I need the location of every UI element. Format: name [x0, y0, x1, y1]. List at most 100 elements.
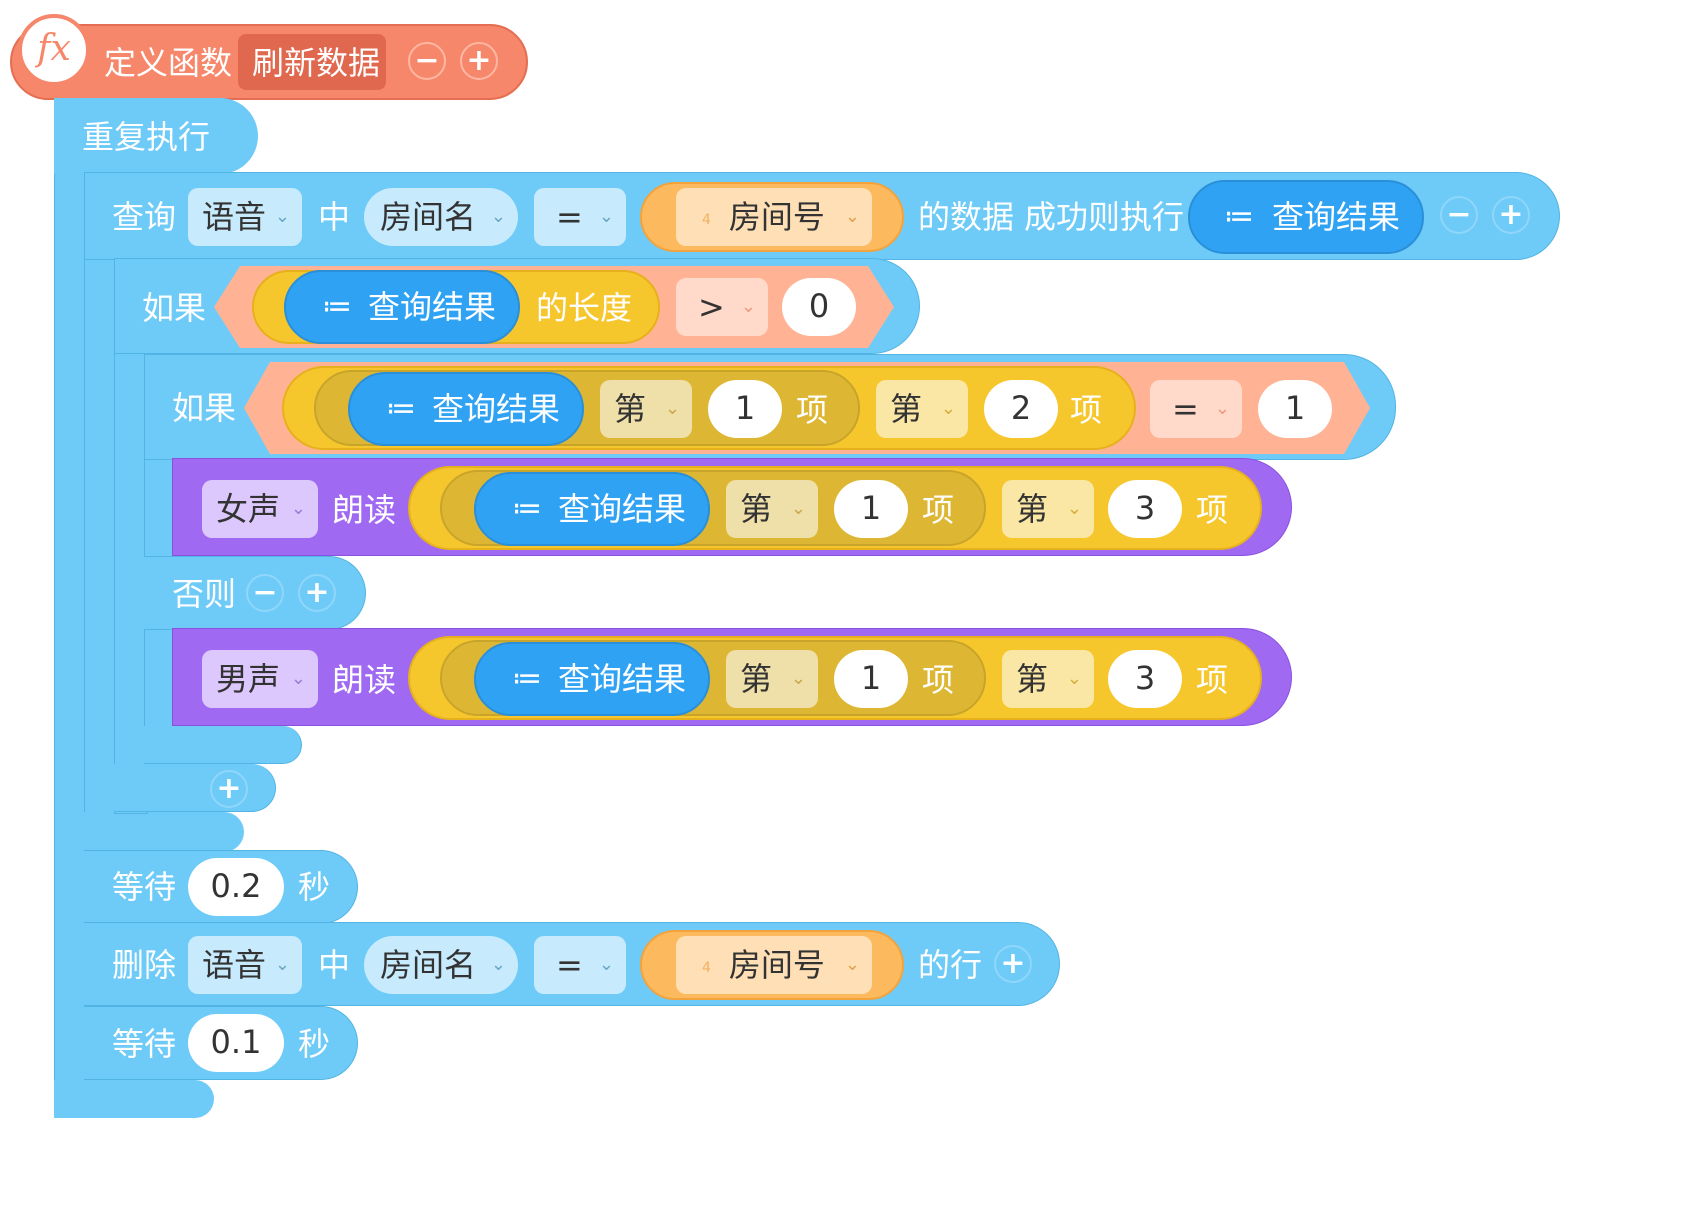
voice-value: 男声 [216, 660, 281, 698]
field-value: 房间名 [380, 198, 477, 236]
index-input-1[interactable]: 1 [834, 480, 908, 538]
chevron-down-icon: ⌄ [740, 296, 756, 317]
nth-value: 第 [740, 660, 773, 698]
repeat-label: 重复执行 [82, 118, 211, 156]
function-name-field[interactable] [238, 34, 386, 90]
wait-seconds-input[interactable]: 0.2 [188, 858, 284, 916]
item-label-1: 项 [922, 661, 955, 699]
voice-dropdown[interactable]: 男声 ⌄ [202, 650, 318, 708]
list-icon: ≔ [512, 491, 542, 526]
add-condition-button[interactable]: + [994, 945, 1032, 983]
list-variable[interactable] [284, 270, 520, 344]
index-input-1[interactable]: 1 [834, 650, 908, 708]
add-param-button[interactable]: + [460, 42, 498, 80]
remove-param-button[interactable]: − [408, 42, 446, 80]
in-label: 中 [318, 946, 351, 984]
wait-label: 等待 [112, 1025, 177, 1063]
field-dropdown[interactable]: 房间名⌄ [364, 188, 518, 246]
nth-value: 第 [890, 390, 923, 428]
item-label-2: 项 [1196, 661, 1229, 699]
nth-dropdown-2[interactable]: 第⌄ [876, 380, 968, 438]
chevron-down-icon: ⌄ [290, 498, 306, 519]
nth-dropdown-1[interactable]: 第⌄ [600, 380, 692, 438]
repeat-block[interactable] [54, 98, 258, 174]
list-icon: ≔ [512, 661, 542, 696]
number-input[interactable]: 1 [1258, 380, 1332, 438]
if-label-2: 如果 [172, 389, 237, 427]
chevron-down-icon: ⌄ [490, 954, 506, 975]
list-variable-label: 查询结果 [432, 390, 561, 428]
voice-dropdown[interactable]: 女声 ⌄ [202, 480, 318, 538]
voice-value: 女声 [216, 490, 281, 528]
length-label: 的长度 [536, 289, 633, 327]
in-label: 中 [318, 198, 351, 236]
fx-icon: fx [18, 14, 90, 86]
define-function-label: 定义函数 [104, 44, 233, 82]
add-else-button[interactable]: + [210, 770, 248, 808]
delete-label: 删除 [112, 946, 177, 984]
add-output-button[interactable]: + [1492, 196, 1530, 234]
list-variable-label: 查询结果 [558, 660, 687, 698]
query-result-variable[interactable] [1188, 180, 1424, 254]
compare-operator-dropdown[interactable]: =⌄ [1150, 380, 1242, 438]
wait-seconds-input[interactable]: 0.1 [188, 1014, 284, 1072]
compare-operator-dropdown[interactable]: >⌄ [676, 278, 768, 336]
chevron-down-icon: ⌄ [274, 206, 290, 227]
nth-value: 第 [614, 390, 647, 428]
list-variable[interactable] [474, 642, 710, 716]
on-success-label: 成功则执行 [1024, 198, 1185, 236]
index-input-2[interactable]: 3 [1108, 480, 1182, 538]
number-input[interactable]: 0 [782, 278, 856, 336]
table-dropdown[interactable]: 语音⌄ [188, 936, 302, 994]
field-dropdown[interactable]: 房间名 ⌄ [364, 936, 518, 994]
chevron-down-icon: ⌄ [290, 668, 306, 689]
nth-dropdown-2[interactable]: 第⌄ [1002, 650, 1094, 708]
of-data-label: 的数据 [918, 198, 1015, 236]
index-input-2[interactable]: 2 [984, 380, 1058, 438]
else-label: 否则 [172, 575, 237, 613]
table-dropdown[interactable]: 语音 ⌄ [188, 188, 302, 246]
add-elseif-button[interactable]: + [298, 574, 336, 612]
item-label-1: 项 [796, 391, 829, 429]
nth-dropdown-1[interactable]: 第⌄ [726, 650, 818, 708]
operator-dropdown[interactable]: =⌄ [534, 936, 626, 994]
remove-output-button[interactable]: − [1440, 196, 1478, 234]
variable-badge: 4 [702, 960, 711, 976]
index-input-1[interactable]: 1 [708, 380, 782, 438]
operator-value: = [556, 198, 583, 236]
list-icon: ≔ [322, 289, 352, 324]
list-icon: ≔ [386, 391, 416, 426]
remove-else-button[interactable]: − [246, 574, 284, 612]
nth-value: 第 [1016, 660, 1049, 698]
list-variable[interactable] [348, 372, 584, 446]
list-variable-label: 查询结果 [368, 288, 497, 326]
if-label-1: 如果 [142, 289, 207, 327]
chevron-down-icon: ⌄ [790, 668, 806, 689]
chevron-down-icon: ⌄ [664, 398, 680, 419]
index-input-2[interactable]: 3 [1108, 650, 1182, 708]
operator-value: > [698, 288, 725, 326]
repeat-end-cap [54, 1080, 214, 1118]
nth-value: 第 [740, 490, 773, 528]
list-variable[interactable] [474, 472, 710, 546]
operator-dropdown[interactable]: =⌄ [534, 188, 626, 246]
list-icon: ≔ [1224, 199, 1254, 234]
table-value: 语音 [202, 198, 267, 236]
operator-value: = [1172, 390, 1199, 428]
wait-label: 等待 [112, 868, 177, 906]
read-label: 朗读 [332, 491, 397, 529]
chevron-down-icon: ⌄ [598, 954, 614, 975]
field-value: 房间名 [380, 946, 477, 984]
seconds-label: 秒 [298, 1025, 331, 1063]
repeat-spine [54, 98, 88, 1118]
variable-name: 房间号 [728, 198, 825, 236]
nth-dropdown-1[interactable]: 第⌄ [726, 480, 818, 538]
nth-dropdown-2[interactable]: 第⌄ [1002, 480, 1094, 538]
function-name: 刷新数据 [252, 44, 381, 82]
query-end-cap [84, 812, 244, 852]
chevron-down-icon: ⌄ [598, 206, 614, 227]
item-label-2: 项 [1070, 391, 1103, 429]
if2-end-cap [144, 726, 302, 764]
